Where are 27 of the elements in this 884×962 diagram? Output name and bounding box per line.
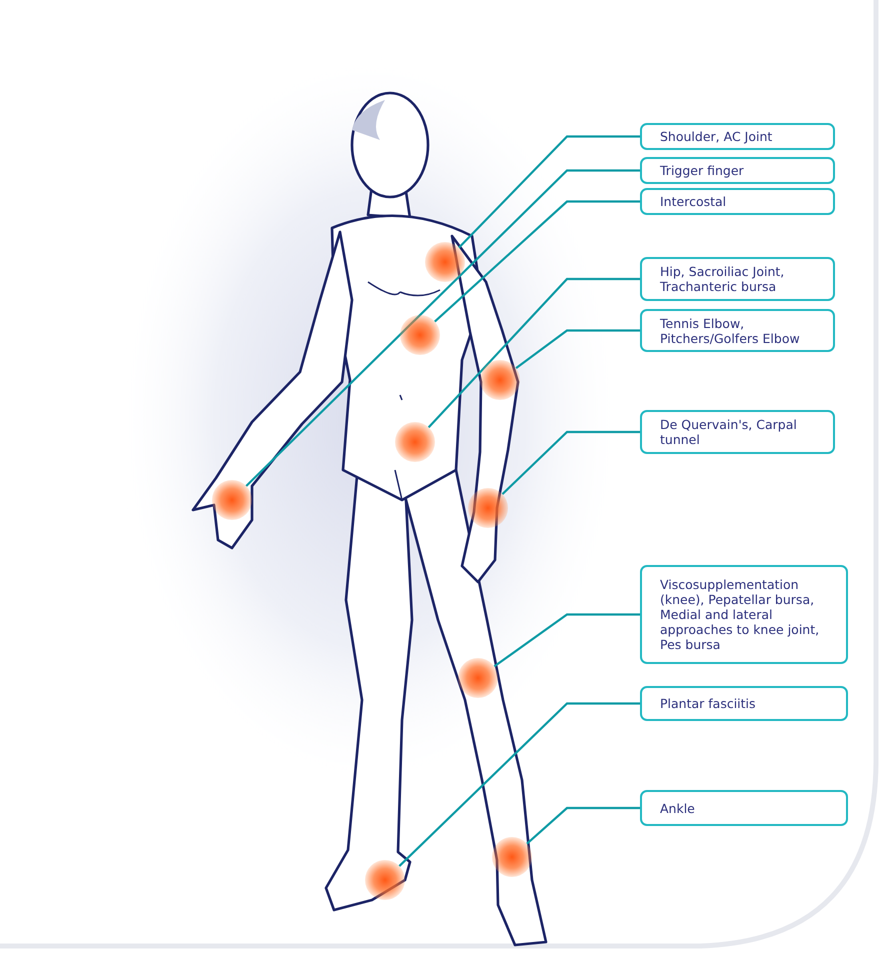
label-box: De Quervain's, Carpal tunnel <box>640 410 835 454</box>
leader-line <box>245 169 640 487</box>
label-box: Viscosupplementation (knee), Pepatellar bursa, Medial and lateral approaches to knee joint, Pes bursa <box>640 565 848 664</box>
label-box: Ankle <box>640 790 848 826</box>
label-box: Hip, Sacroiliac Joint, Trachanteric bursa <box>640 257 835 301</box>
hotspot-glow <box>480 360 520 400</box>
hotspot-glow <box>395 422 435 462</box>
leader-line <box>502 430 640 495</box>
hotspot-glow <box>458 658 498 698</box>
label-box: Intercostal <box>640 188 835 215</box>
label-box: Tennis Elbow, Pitchers/Golfers Elbow <box>640 309 835 352</box>
hotspot-glow <box>365 860 405 900</box>
leader-line <box>515 329 640 369</box>
hotspot-glow <box>212 480 252 520</box>
leader-line <box>434 200 640 322</box>
label-box: Shoulder, AC Joint <box>640 123 835 150</box>
label-box: Trigger finger <box>640 157 835 184</box>
hotspot-glow <box>400 315 440 355</box>
hotspot-glow <box>425 242 465 282</box>
leader-line <box>428 278 640 428</box>
leader-line <box>526 806 640 845</box>
hotspot-glow <box>468 488 508 528</box>
label-box: Plantar fasciitis <box>640 686 848 721</box>
leader-line <box>398 702 640 867</box>
leader-line <box>494 613 640 668</box>
hotspot-glow <box>492 837 532 877</box>
leader-line <box>458 135 640 248</box>
